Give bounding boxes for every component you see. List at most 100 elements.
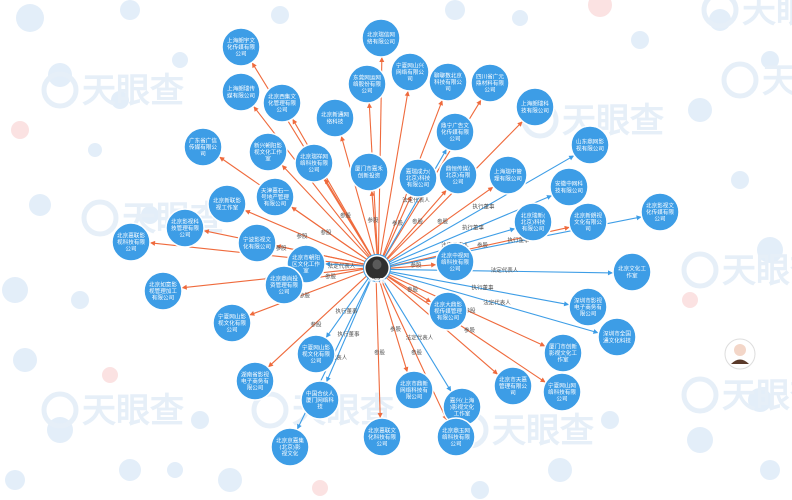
company-node-circle[interactable]: [315, 98, 355, 138]
company-node-circle[interactable]: [513, 202, 553, 242]
company-node-circle[interactable]: [515, 87, 555, 127]
company-node-circle[interactable]: [428, 291, 468, 331]
company-node-circle[interactable]: [435, 112, 475, 152]
company-node-circle[interactable]: [143, 271, 183, 311]
company-node[interactable]: 鼎宁广告文化传媒有限公司: [435, 112, 475, 152]
company-node[interactable]: 嘉瑞成力(北京)科技有限公司: [398, 158, 438, 198]
company-node[interactable]: 鼎恒传媒(北京)有限公司: [438, 155, 478, 195]
company-node-circle[interactable]: [568, 202, 608, 242]
company-node-circle[interactable]: [264, 265, 304, 305]
company-node-circle[interactable]: [255, 177, 295, 217]
company-node-circle[interactable]: [212, 303, 252, 343]
company-node-circle[interactable]: [597, 317, 637, 357]
company-node[interactable]: 北京鼎玉网络科技有限公司: [436, 417, 476, 457]
company-node[interactable]: 广东省广信传媒有限公司: [183, 127, 223, 167]
company-node-circle[interactable]: [568, 287, 608, 327]
edge-arrowhead: [281, 165, 288, 171]
company-node[interactable]: 北京市天嘉管理有限公司: [493, 366, 533, 406]
company-node[interactable]: 宁夏网山兴网络有限公司: [390, 52, 430, 92]
company-node[interactable]: 厦门市创新影视文化工作室: [543, 333, 583, 373]
company-node[interactable]: 上海瑞中管理有限公司: [488, 155, 528, 195]
company-node-circle[interactable]: [612, 252, 652, 292]
company-node[interactable]: 北京如意影视管理加工有限公司: [143, 271, 183, 311]
company-node[interactable]: 北京影视科技管理有限公司: [165, 208, 205, 248]
company-node[interactable]: 宁夏网山影视文化有限公司: [296, 334, 336, 374]
company-node[interactable]: 北京鼎尚投资管理有限公司: [264, 265, 304, 305]
company-node-circle[interactable]: [237, 223, 277, 263]
company-node-circle[interactable]: [270, 427, 310, 467]
company-node[interactable]: 新兴朝阳影视文化工作室: [248, 132, 288, 172]
watermark-logo: 天眼查: [41, 391, 184, 431]
company-node[interactable]: 上海朗瑞科技有限公司: [515, 87, 555, 127]
company-node[interactable]: 湖南省影视电子商务有限公司: [235, 361, 275, 401]
company-node[interactable]: 天津嘉石一号地产管理有限公司: [255, 177, 295, 217]
company-node-circle[interactable]: [361, 18, 401, 58]
company-node[interactable]: 厦门市嘉禾创新投资: [349, 152, 389, 192]
company-node[interactable]: 安徽中网科技有限公司: [549, 167, 589, 207]
company-node[interactable]: 山东鼎网影视有限公司: [570, 125, 610, 165]
company-node-circle[interactable]: [398, 158, 438, 198]
company-node[interactable]: 嘉兴(上海)影视文化工作室: [442, 387, 482, 427]
center-person-node[interactable]: 李亚鹏: [363, 254, 391, 286]
company-node-circle[interactable]: [111, 222, 151, 262]
company-node-circle[interactable]: [207, 184, 247, 224]
company-node-circle[interactable]: [436, 417, 476, 457]
company-node-circle[interactable]: [543, 333, 583, 373]
company-node-circle[interactable]: [394, 370, 434, 410]
company-node-circle[interactable]: [347, 64, 387, 104]
assistant-avatar-icon[interactable]: [724, 338, 756, 370]
company-node-circle[interactable]: [221, 27, 261, 67]
company-node[interactable]: 北京市鼎新网络科技有限公司: [394, 370, 434, 410]
company-node[interactable]: 北京大鼎影视传媒管理有限公司: [428, 291, 468, 331]
company-node[interactable]: 北京文化工作室: [612, 252, 652, 292]
company-node[interactable]: 北京新联影视工作室: [207, 184, 247, 224]
company-node[interactable]: 北京嘉联影视科技有限公司: [111, 222, 151, 262]
company-node-circle[interactable]: [221, 72, 261, 112]
company-node-circle[interactable]: [428, 62, 468, 102]
company-node[interactable]: 四川省广元鼎材料有限公司: [470, 63, 510, 103]
company-node-circle[interactable]: [248, 132, 288, 172]
company-node-circle[interactable]: [165, 208, 205, 248]
company-node[interactable]: 北京瑞祥网络科技有限公司: [294, 143, 334, 183]
company-node[interactable]: 上海朗瑞传媒有限公司: [221, 72, 261, 112]
company-node[interactable]: 宁夏网山网络科技有限公司: [542, 372, 582, 412]
company-node[interactable]: 聊聊数北京科技有限公司: [428, 62, 468, 102]
edge-investment: [387, 186, 494, 262]
company-node-circle[interactable]: [183, 127, 223, 167]
company-node-circle[interactable]: [294, 143, 334, 183]
company-node[interactable]: 北京影视文化传媒有限公司: [640, 192, 680, 232]
company-node[interactable]: 北京西集文化管理有限公司: [262, 83, 302, 123]
company-node-circle[interactable]: [262, 83, 302, 123]
company-node[interactable]: 宁波影视文化有限公司: [237, 223, 277, 263]
company-node-circle[interactable]: [362, 417, 402, 457]
company-node-circle[interactable]: [435, 242, 475, 282]
company-node-circle[interactable]: [349, 152, 389, 192]
company-node[interactable]: 中国合伙人厦门网络科技: [300, 380, 340, 420]
company-node-circle[interactable]: [470, 63, 510, 103]
company-node-circle[interactable]: [488, 155, 528, 195]
company-node-circle[interactable]: [438, 155, 478, 195]
company-node[interactable]: 北京中视网络科技有限公司: [435, 242, 475, 282]
company-node[interactable]: 北京新朗视文化有限公司: [568, 202, 608, 242]
company-node[interactable]: 深圳市全国通文化科技: [597, 317, 637, 357]
company-node[interactable]: 北京嘉联文化科技有限公司: [362, 417, 402, 457]
company-node[interactable]: 深圳市影视电子商务有限公司: [568, 287, 608, 327]
company-node-circle[interactable]: [296, 334, 336, 374]
company-node-circle[interactable]: [300, 380, 340, 420]
company-node[interactable]: 北京瑞信网络有限公司: [361, 18, 401, 58]
company-node-circle[interactable]: [570, 125, 610, 165]
company-node[interactable]: 上海朗宇文化传媒有限公司: [221, 27, 261, 67]
company-node[interactable]: 宁夏网山影视文化有限公司: [212, 303, 252, 343]
company-node-circle[interactable]: [235, 361, 275, 401]
company-node-circle[interactable]: [390, 52, 430, 92]
company-node-circle[interactable]: [493, 366, 533, 406]
company-node[interactable]: 东莞网运网络股份有限公司: [347, 64, 387, 104]
company-node[interactable]: 北京京嘉集(北京)影视文化: [270, 427, 310, 467]
company-node-circle[interactable]: [542, 372, 582, 412]
company-node[interactable]: 北京新通网络科技: [315, 98, 355, 138]
company-node[interactable]: 北京瑞新(北京)科技有限公司: [513, 202, 553, 242]
company-node-circle[interactable]: [549, 167, 589, 207]
company-node-label: 宁夏网山影视文化有限公司: [302, 343, 330, 364]
company-node-circle[interactable]: [640, 192, 680, 232]
